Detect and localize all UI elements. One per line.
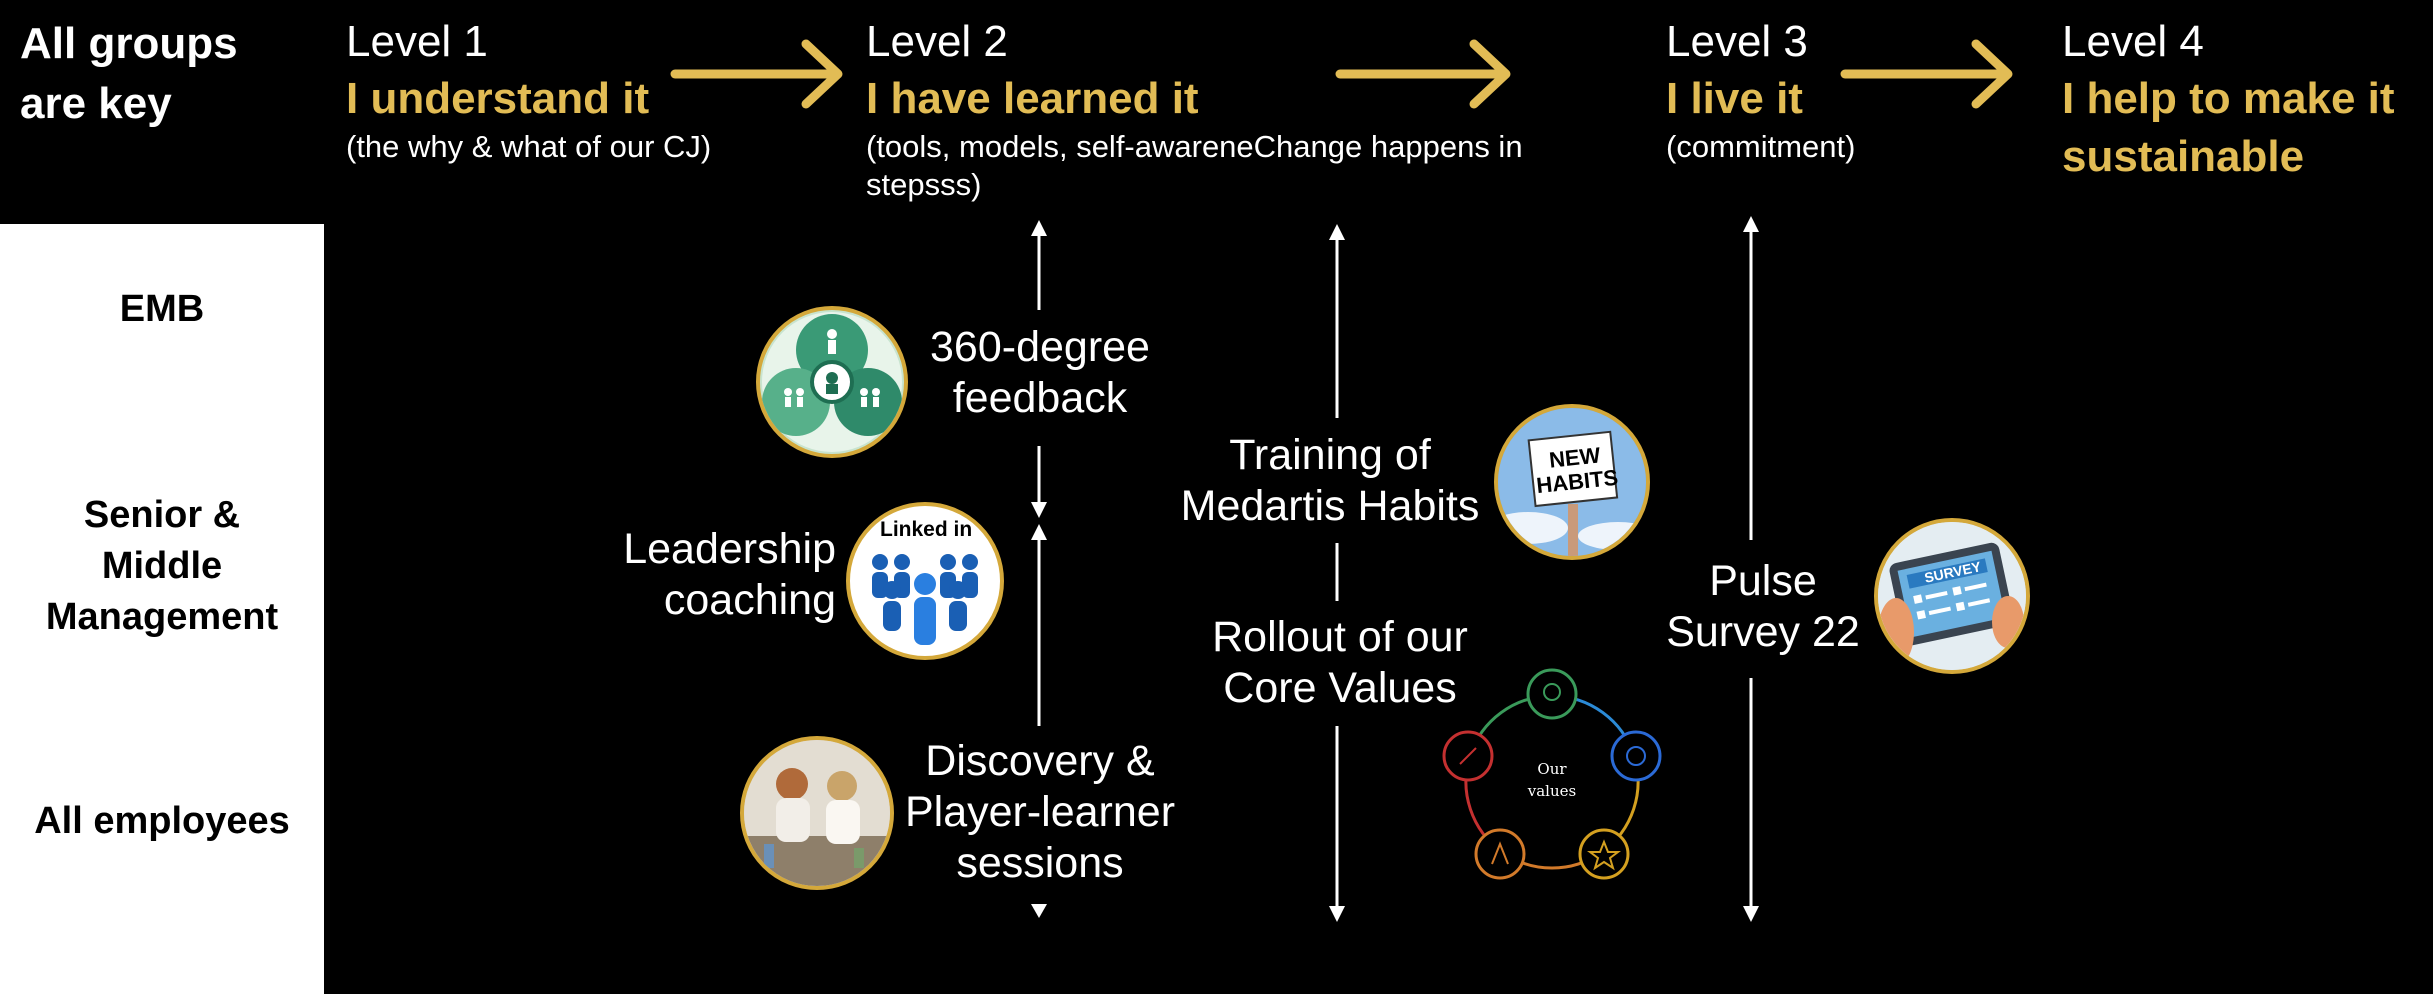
habits-label-line-2: Medartis Habits: [1180, 482, 1480, 530]
row-labels-panel: EMB Senior & Middle Management All emplo…: [0, 224, 324, 994]
pulse-range-arrow: [1743, 216, 1759, 922]
level-1-header: Level 1 I understand it (the why & what …: [346, 14, 711, 166]
level-1-description: (the why & what of our CJ): [346, 129, 712, 164]
level-3-description: (commitment): [1666, 129, 1856, 164]
values-center-line-1: Our: [1537, 760, 1567, 778]
level-2-number: Level 2: [866, 17, 1008, 66]
feedback-label-line-1: 360-degree: [930, 323, 1150, 371]
people-group-icon: [872, 554, 978, 645]
level-3-header: Level 3 I live it (commitment): [1666, 14, 1855, 166]
level-2-description-line-2: stepsss): [866, 167, 982, 202]
corner-title-line-2: are key: [20, 79, 172, 128]
level-4-header: Level 4 I help to make it sustainable: [2062, 14, 2395, 186]
survey-tablet-icon: [1878, 522, 2026, 670]
discovery-label: Discovery & Player-learner sessions: [900, 736, 1180, 889]
level-arrow-3-4: [1840, 39, 2013, 109]
org-chart-icon: [762, 312, 902, 452]
values-label-line-2: Core Values: [1223, 664, 1457, 712]
feedback-range-arrow: [1031, 220, 1047, 518]
level-arrow-1-2: [670, 39, 843, 109]
coaching-image: Linked in: [846, 502, 1004, 660]
level-1-title: I understand it: [346, 74, 650, 123]
discovery-label-line-3: sessions: [956, 839, 1124, 887]
row-label-senior-line-3: Management: [45, 596, 279, 638]
level-4-title-line-1: I help to make it: [2062, 74, 2395, 123]
coaching-label-line-1: Leadership: [623, 525, 836, 573]
pulse-label-line-1: Pulse: [1709, 557, 1817, 605]
corner-title-line-1: All groups: [20, 19, 238, 68]
row-label-senior-management: Senior & Middle Management: [0, 490, 324, 643]
pulse-label: Pulse Survey 22: [1640, 556, 1886, 658]
pulse-image: SURVEY: [1874, 518, 2030, 674]
level-arrow-2-3: [1335, 39, 1511, 109]
values-label: Rollout of our Core Values: [1180, 612, 1500, 714]
coaching-label: Leadership coaching: [590, 524, 836, 626]
discovery-range-arrow: [1031, 524, 1047, 918]
values-center-line-2: values: [1527, 782, 1576, 800]
level-4-title-line-2: sustainable: [2062, 132, 2305, 181]
habits-label-line-1: Training of: [1229, 431, 1431, 479]
level-3-title: I live it: [1666, 74, 1803, 123]
discovery-label-line-1: Discovery &: [925, 737, 1155, 785]
habits-label: Training of Medartis Habits: [1170, 430, 1490, 532]
row-label-all-employees: All employees: [34, 800, 290, 842]
feedback-image: [756, 306, 908, 458]
level-2-title: I have learned it: [866, 74, 1199, 123]
level-2-header: Level 2 I have learned it (tools, models…: [866, 14, 1566, 204]
pulse-label-line-2: Survey 22: [1666, 608, 1860, 656]
values-label-line-1: Rollout of our: [1212, 613, 1468, 661]
discovery-image: [740, 736, 894, 890]
level-4-number: Level 4: [2062, 17, 2204, 66]
level-3-number: Level 3: [1666, 17, 1808, 66]
row-label-emb: EMB: [119, 288, 205, 330]
core-values-wheel-icon: Our values: [1442, 668, 1662, 880]
row-label-senior-line-1: Senior &: [83, 494, 241, 536]
level-2-description-line-1: (tools, models, self-awareneChange happe…: [866, 129, 1523, 164]
row-label-senior-line-2: Middle: [101, 545, 223, 587]
habits-range-arrow: [1329, 224, 1345, 922]
new-habits-sign-text: NEW HABITS: [1532, 442, 1621, 499]
discovery-label-line-2: Player-learner: [904, 788, 1176, 836]
workshop-photo-icon: [744, 740, 890, 886]
corner-title: All groups are key: [20, 14, 238, 134]
linkedin-logo: Linked in: [880, 518, 973, 541]
feedback-label-line-2: feedback: [952, 374, 1128, 422]
habits-image: NEW HABITS: [1494, 404, 1650, 560]
feedback-label: 360-degree feedback: [910, 322, 1170, 424]
new-habits-sign-icon: [1498, 408, 1646, 556]
level-1-number: Level 1: [346, 17, 488, 66]
coaching-label-line-2: coaching: [663, 576, 836, 624]
